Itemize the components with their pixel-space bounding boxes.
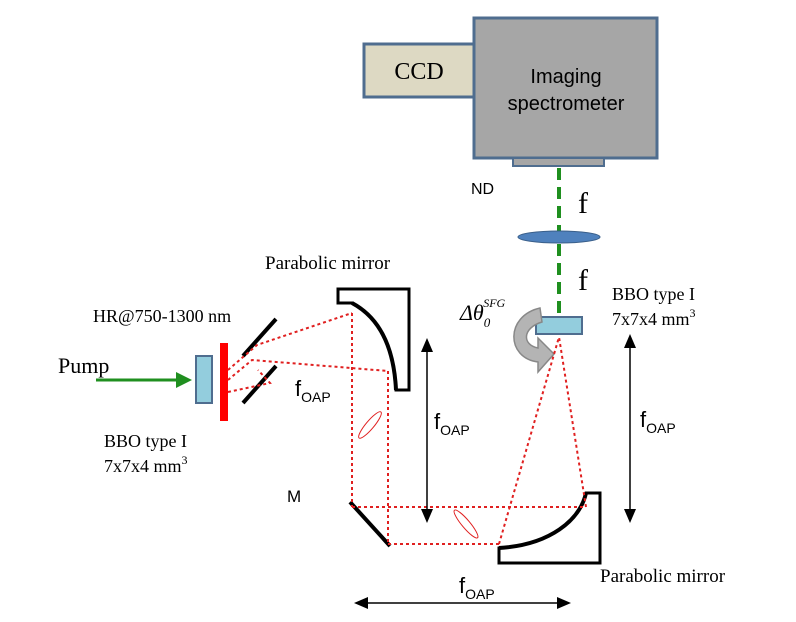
parabolic-mirror-top-label: Parabolic mirror bbox=[265, 253, 391, 274]
mirror-m-label: M bbox=[287, 487, 301, 506]
hr-filter bbox=[220, 343, 228, 421]
parabolic-mirror-bottom-surface bbox=[498, 492, 588, 550]
ccd-label: CCD bbox=[394, 59, 443, 85]
spectrometer-label-line2: spectrometer bbox=[508, 93, 625, 115]
parabolic-mirror-top bbox=[336, 287, 411, 392]
pump-beam-arrowhead bbox=[176, 372, 192, 388]
parabolic-mirror-top-surface bbox=[351, 301, 398, 391]
focal-length-label-upper: f bbox=[578, 187, 588, 220]
foap-label-center: fOAP bbox=[434, 409, 470, 438]
bbo-crystal-right bbox=[535, 316, 583, 335]
parabolic-mirror-bottom-label: Parabolic mirror bbox=[600, 566, 726, 587]
beam-paths bbox=[227, 312, 587, 545]
foap-label-bottom: fOAP bbox=[459, 573, 495, 602]
imaging-spectrometer bbox=[472, 16, 659, 160]
nd-filter bbox=[512, 157, 605, 167]
hr-coating-label: HR@750-1300 nm bbox=[93, 306, 231, 326]
foap-label-left: fOAP bbox=[295, 376, 331, 405]
bbo-right-label-line1: BBO type I bbox=[612, 284, 695, 304]
bbo-right-label-line2: 7x7x4 mm3 bbox=[612, 306, 696, 329]
spectrometer-label-line1: Imaging bbox=[530, 66, 601, 88]
bbo-left-label-line2: 7x7x4 mm3 bbox=[104, 453, 188, 476]
bbo-crystal-left bbox=[195, 355, 213, 404]
angle-label: Δθ0SFG bbox=[459, 296, 506, 330]
bbo-left-label-line1: BBO type I bbox=[104, 431, 187, 451]
pump-label: Pump bbox=[58, 353, 109, 378]
ccd-camera bbox=[362, 42, 476, 99]
foap-label-right: fOAP bbox=[640, 407, 676, 436]
rotation-arrow bbox=[513, 307, 556, 374]
focusing-lens bbox=[517, 230, 601, 244]
beam-waist-horizontal bbox=[453, 509, 479, 539]
dimension-arrows bbox=[354, 334, 636, 609]
focal-length-label-lower: f bbox=[578, 264, 588, 297]
nd-label: ND bbox=[471, 181, 494, 198]
beam-waist-vertical bbox=[358, 411, 382, 439]
flat-mirror-m bbox=[348, 500, 392, 548]
hr-mirror-upper bbox=[241, 317, 278, 358]
parabolic-mirror-bottom bbox=[497, 491, 602, 565]
